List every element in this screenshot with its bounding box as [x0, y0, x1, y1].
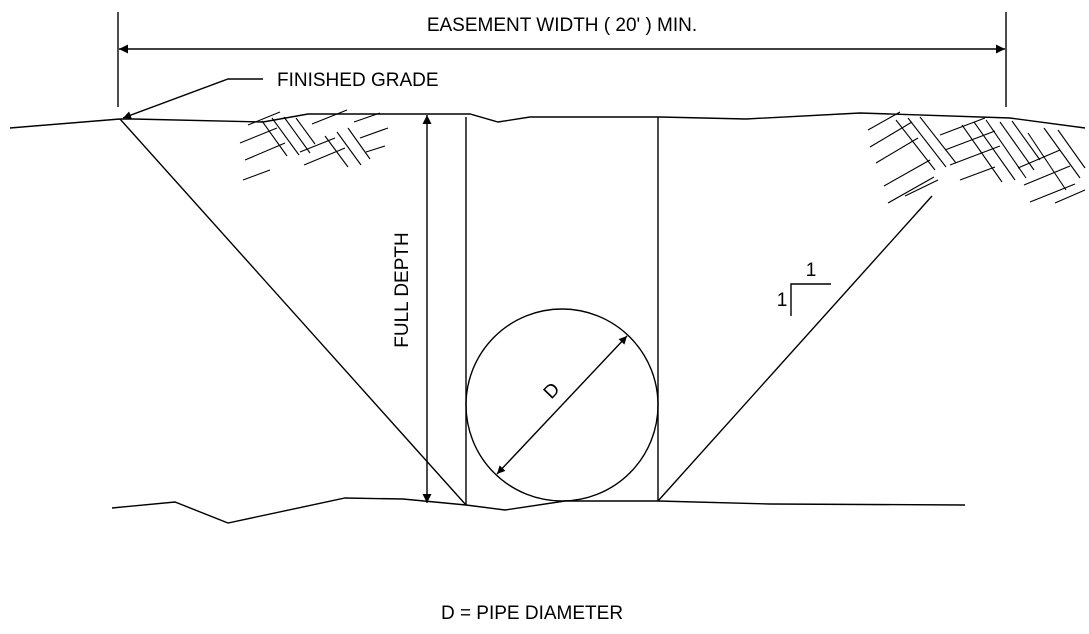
earth-hatch-right [867, 111, 1086, 204]
easement-width-label: EASEMENT WIDTH ( 20' ) MIN. [427, 15, 697, 36]
trench-side-slope-left [119, 118, 467, 506]
earth-hatch-left [239, 109, 389, 181]
slope-indicator-bracket [790, 283, 831, 316]
finished-grade-callout: FINISHED GRADE [122, 70, 439, 119]
pipe-circle [465, 308, 659, 502]
full-depth-dimension: FULL DEPTH [392, 115, 432, 503]
trench-bottom-line [111, 497, 966, 524]
slope-indicator: 1 1 [777, 260, 831, 316]
pipe-diameter-legend: D = PIPE DIAMETER [441, 603, 623, 624]
trench-side-slope-right [657, 195, 933, 502]
slope-rise-label: 1 [777, 290, 788, 311]
pipe-diameter-dimension [496, 335, 628, 475]
pipe-diameter-label: D [540, 379, 565, 403]
easement-dimension: EASEMENT WIDTH ( 20' ) MIN. [117, 12, 1007, 107]
finished-grade-leader [122, 78, 263, 119]
finished-grade-line [9, 112, 1086, 129]
full-depth-label: FULL DEPTH [392, 232, 413, 347]
slope-run-label: 1 [806, 260, 817, 281]
finished-grade-label: FINISHED GRADE [277, 70, 439, 91]
